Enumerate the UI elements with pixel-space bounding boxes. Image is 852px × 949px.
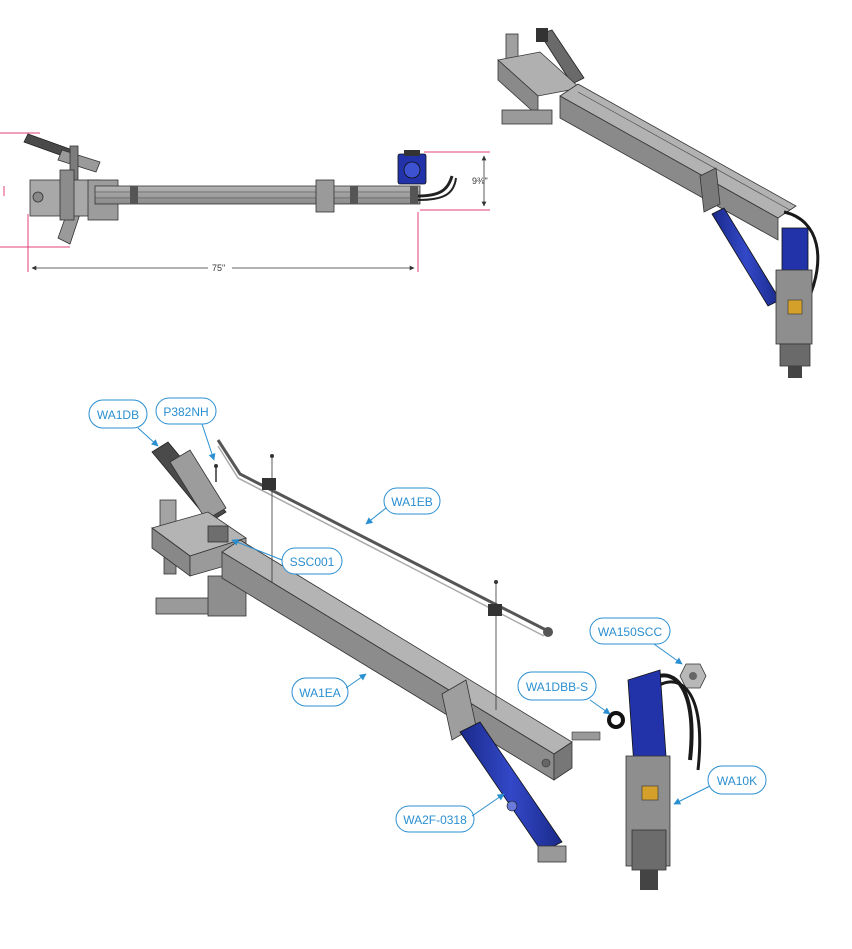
nut-part: [679, 663, 707, 689]
exploded-view: [151, 439, 707, 890]
side-view: 9⅜" 75": [0, 132, 490, 273]
handle-grip-part: [151, 441, 227, 523]
callout-wa1eb-label: WA1EB: [391, 495, 433, 509]
callouts: WA1DB P382NH WA1EB SSC001 WA1EA: [88, 397, 767, 833]
length-dimension: 75": [212, 263, 225, 273]
side-view-end-unit: [397, 150, 427, 185]
end-assembly-part: [625, 669, 702, 890]
callout-wa2f-0318-label: WA2F-0318: [403, 813, 467, 827]
callout-wa1ea[interactable]: WA1EA: [291, 673, 367, 707]
callout-ssc001[interactable]: SSC001: [231, 539, 343, 575]
callout-p382nh-label: P382NH: [163, 405, 208, 419]
side-view-handle: [23, 133, 101, 183]
callout-ssc001-label: SSC001: [290, 555, 335, 569]
callout-wa10k[interactable]: WA10K: [673, 765, 767, 805]
callout-wa2f-0318[interactable]: WA2F-0318: [395, 793, 505, 833]
assembled-view: [497, 28, 820, 378]
callout-wa150scc[interactable]: WA150SCC: [589, 617, 683, 665]
callout-wa10k-label: WA10K: [717, 774, 757, 788]
height-dimension: 9⅜": [472, 176, 488, 186]
callout-wa1dbb-s[interactable]: WA1DBB-S: [517, 671, 611, 715]
callout-wa1db-label: WA1DB: [97, 408, 139, 422]
callout-wa1db[interactable]: WA1DB: [88, 399, 159, 447]
guide-rod-part: [216, 439, 553, 637]
callout-wa150scc-label: WA150SCC: [598, 625, 663, 639]
callout-wa1dbb-s-label: WA1DBB-S: [526, 680, 588, 694]
washer-part: [607, 711, 625, 729]
boom-part: [221, 539, 601, 781]
callout-wa1ea-label: WA1EA: [299, 686, 341, 700]
hydraulic-cylinder-part: [459, 721, 567, 863]
callout-wa1eb[interactable]: WA1EB: [365, 487, 441, 525]
callout-p382nh[interactable]: P382NH: [155, 397, 217, 461]
